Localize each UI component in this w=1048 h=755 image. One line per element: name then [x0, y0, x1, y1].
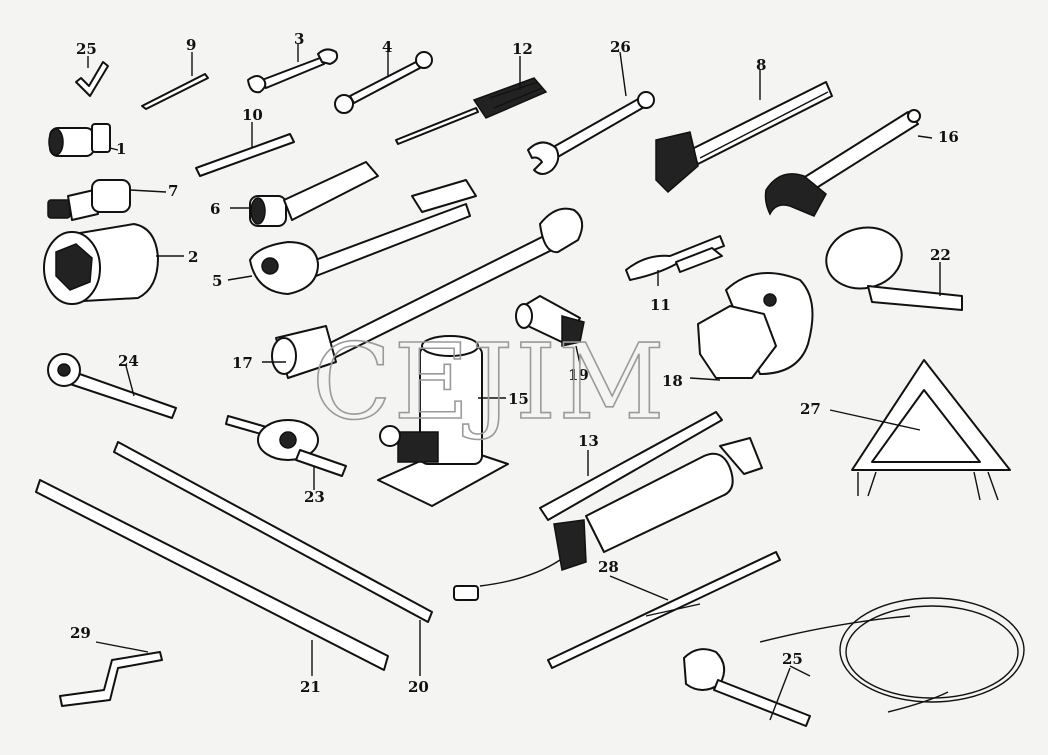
inflation-hose-part	[683, 597, 1025, 727]
warning-triangle-part	[851, 359, 1011, 501]
punch-part	[141, 73, 209, 110]
callout-label: 18	[662, 372, 683, 390]
callout-label: 13	[578, 432, 599, 450]
hub-socket-part	[697, 271, 814, 379]
ring-wrench-part	[334, 51, 433, 114]
callout-label: 7	[168, 182, 178, 200]
callout-label: 23	[304, 488, 325, 506]
wheel-brace-part	[225, 415, 347, 477]
long-bar-part	[35, 479, 389, 671]
callout-label: 9	[186, 36, 196, 54]
large-socket-part	[43, 223, 159, 305]
callout-label: 28	[598, 558, 619, 576]
t-bar-part	[547, 551, 781, 669]
callout-label: 19	[568, 366, 589, 384]
callout-label: 10	[242, 106, 263, 124]
callout-label: 25	[76, 40, 97, 58]
callout-labels: 25 9 3 4 12 26 8 1 10 16 7 6 2 5 22 11 2…	[70, 30, 959, 696]
callout-label: 24	[118, 352, 139, 370]
callout-label: 12	[512, 40, 533, 58]
callout-label: 4	[382, 38, 392, 56]
screwdriver-part	[395, 77, 548, 145]
hydraulic-jack-part	[377, 335, 509, 507]
callout-label: 6	[210, 200, 220, 218]
universal-joint-part	[47, 179, 131, 221]
callout-label: 16	[938, 128, 959, 146]
callout-label: 11	[650, 296, 671, 314]
tubular-socket-part	[515, 295, 585, 347]
hammer-part	[655, 81, 833, 194]
socket-wrench-part	[271, 207, 584, 379]
callout-label: 25	[782, 650, 803, 668]
callout-label: 27	[800, 400, 821, 418]
callout-label: 17	[232, 354, 253, 372]
callout-label: 2	[188, 248, 198, 266]
callout-label: 1	[116, 140, 126, 158]
callout-label: 15	[508, 390, 529, 408]
watermark: CEJIM	[312, 321, 667, 443]
socket-adapter-part	[48, 123, 111, 157]
open-end-wrench-part	[527, 91, 655, 175]
filter-wrench-part	[825, 226, 963, 311]
box-spanner-part	[47, 353, 177, 419]
allen-key-part	[75, 61, 109, 97]
callout-label: 5	[212, 272, 222, 290]
grease-gun-part	[453, 411, 763, 601]
callout-label: 26	[610, 38, 631, 56]
adjustable-wrench-part	[764, 109, 921, 217]
callout-label: 3	[294, 30, 304, 48]
callout-label: 21	[300, 678, 321, 696]
double-open-wrench-part	[247, 48, 339, 94]
pliers-part	[625, 235, 725, 281]
leader-lines	[87, 44, 941, 721]
callout-label: 20	[408, 678, 429, 696]
drift-part	[195, 133, 295, 177]
crank-part	[59, 651, 163, 707]
callout-label: 29	[70, 624, 91, 642]
callout-label: 8	[756, 56, 766, 74]
extension-bar-part	[249, 161, 379, 227]
ratchet-handle-part	[249, 179, 477, 295]
callout-label: 22	[930, 246, 951, 264]
pry-bar-part	[113, 441, 433, 623]
